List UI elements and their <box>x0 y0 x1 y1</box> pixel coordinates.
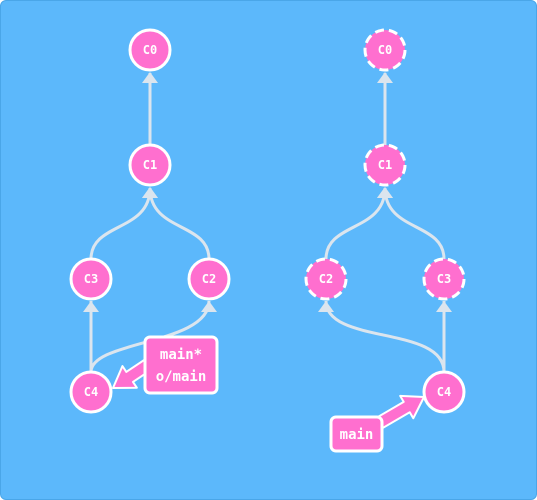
edge-c3-to-c1 <box>383 187 446 260</box>
branch-name: o/main <box>156 369 207 385</box>
arrowhead-c3-to-c1 <box>377 187 393 198</box>
edge-c3-to-c1 <box>89 187 152 260</box>
commit-label-c3: C3 <box>437 272 451 286</box>
commit-c2[interactable] <box>304 257 348 301</box>
edge-c4-to-c2 <box>324 300 446 373</box>
commit-label-c0: C0 <box>143 43 157 57</box>
arrowhead-c1-to-c0 <box>142 72 158 83</box>
commit-label-c4: C4 <box>84 385 98 399</box>
commit-c0[interactable] <box>363 28 407 72</box>
commit-c1[interactable] <box>128 143 172 187</box>
branch-label-box[interactable] <box>143 335 219 395</box>
branch-name: main* <box>160 347 202 363</box>
arrowhead-c4-to-c3 <box>436 301 452 312</box>
commit-c3[interactable] <box>69 257 113 301</box>
commit-c2[interactable] <box>187 257 231 301</box>
arrowhead-c4-to-c2 <box>201 301 217 312</box>
commit-label-c0: C0 <box>378 43 392 57</box>
commit-label-c4: C4 <box>437 385 451 399</box>
edge-c2-to-c1 <box>148 187 211 260</box>
commit-c3[interactable] <box>422 257 466 301</box>
commit-c1[interactable] <box>363 143 407 187</box>
commit-c0[interactable] <box>128 28 172 72</box>
edge-c2-to-c1 <box>324 187 387 260</box>
arrowhead-c4-to-c2 <box>318 301 334 312</box>
arrowhead-c2-to-c1 <box>142 187 158 198</box>
commit-label-c1: C1 <box>143 158 157 172</box>
commit-c4[interactable] <box>422 370 466 414</box>
branch-name: main <box>340 427 374 443</box>
commit-label-c2: C2 <box>202 272 216 286</box>
commit-label-c1: C1 <box>378 158 392 172</box>
commit-label-c3: C3 <box>84 272 98 286</box>
arrowhead-c4-to-c3 <box>83 301 99 312</box>
commit-c4[interactable] <box>69 370 113 414</box>
branch-label-box[interactable] <box>329 415 384 453</box>
arrowhead-c1-to-c0 <box>377 72 393 83</box>
commit-label-c2: C2 <box>319 272 333 286</box>
